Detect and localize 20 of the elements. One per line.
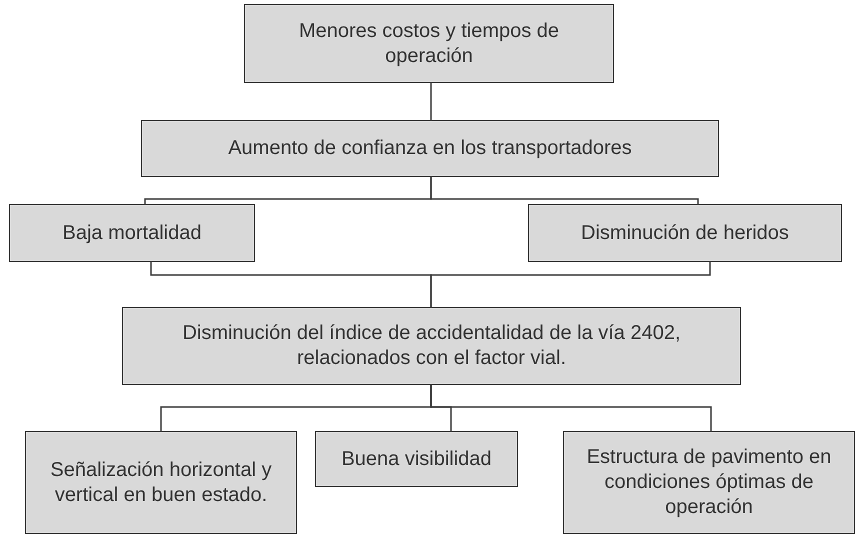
node-text: Disminución del índice de accidentalidad de la vía 2402, relacionados con el factor vial. [181,321,682,371]
text-box [122,307,741,385]
text-box [141,120,719,177]
node-text: Aumento de confianza en los transportadores [228,136,632,161]
connector-line [430,262,711,307]
text-box [244,4,614,83]
connector-line [430,385,712,431]
node-text: Baja mortalidad [62,220,202,246]
text-box [528,204,842,262]
text-box [563,431,855,534]
text-box [315,431,518,487]
connector-line [430,177,699,204]
node-text: Disminución de heridos [581,220,789,246]
node-text: Estructura de pavimento en condiciones óptimas de operación [586,445,832,520]
text-box [9,204,255,262]
node-text: Menores costos y tiempos de operación [298,18,560,68]
text-box [25,431,297,534]
node-text: Señalización horizontal y vertical en buen estado. [49,458,273,508]
node-text: Buena visibilidad [341,446,492,472]
connector-line [430,83,432,120]
